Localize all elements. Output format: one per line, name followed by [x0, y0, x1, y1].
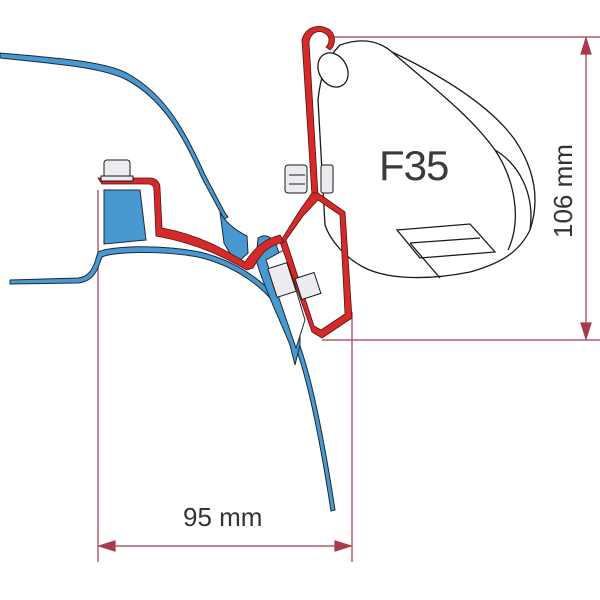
bolt-nut [100, 159, 334, 301]
width-dimension-label: 95 mm [183, 502, 263, 532]
awning-cassette [317, 40, 536, 279]
dimension-lines [96, 35, 600, 562]
vehicle-roof-panel [0, 52, 336, 512]
adapter-bracket [97, 26, 353, 339]
model-label: F35 [379, 142, 449, 189]
height-dimension-label: 106 mm [548, 144, 578, 238]
